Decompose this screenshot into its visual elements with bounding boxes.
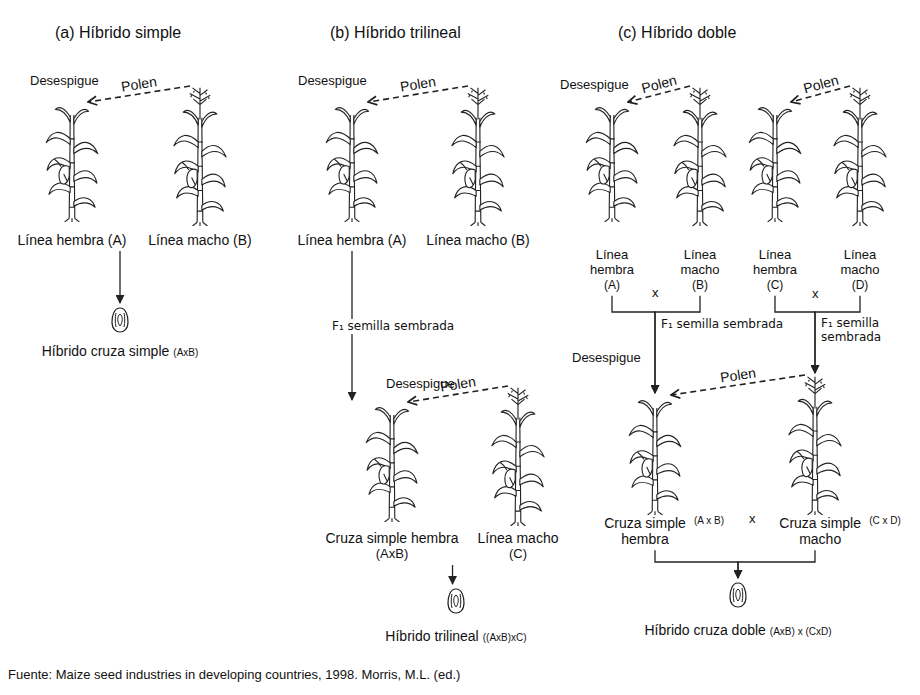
seed-label: F₁ semilla sembrada <box>821 317 906 345</box>
label-group: Línea hembra(C) <box>745 248 805 293</box>
plant-label: Cruza simple macho <box>775 515 865 547</box>
label-group: Híbrido trilineal ((AxB)xC) <box>385 628 526 644</box>
seed-icon <box>730 583 746 607</box>
annotation: Desespigue <box>386 377 455 392</box>
annotation: Desespigue <box>30 74 99 89</box>
female-plant <box>629 401 681 515</box>
label-group: Cruza simple macho (C x D) <box>775 515 901 547</box>
pollen-label: Polen <box>120 73 158 94</box>
plant-label: Línea hembra (A) <box>298 232 407 248</box>
female-plant <box>326 108 378 222</box>
label-group: Cruza simple hembra(AxB) <box>325 530 458 562</box>
seed-icon <box>112 308 128 332</box>
plant-node: Cruza simple hembra (A x B) <box>600 395 724 547</box>
panel-heading: (b) Híbrido trilineal <box>330 24 461 42</box>
seed-label: F₁ semilla sembrada <box>661 318 783 332</box>
pollen-label: Polen <box>640 72 679 97</box>
plant-node: Línea hembra(C) <box>745 102 805 293</box>
plant-label: Cruza simple hembra <box>600 515 690 547</box>
male-plant <box>492 388 544 526</box>
pollen-label: Polen <box>399 73 437 95</box>
plant-label: Línea hembra (A) <box>18 232 127 248</box>
label-group: Cruza simple hembra (A x B) <box>600 515 724 547</box>
plant-node: Línea macho (B) <box>426 86 530 248</box>
male-plant <box>174 88 226 226</box>
label-group: Línea macho (B) <box>148 232 252 248</box>
plant-node: Cruza simple hembra(AxB) <box>325 402 458 562</box>
cross-formula: (C x D) <box>869 515 901 527</box>
plant-label: Híbrido cruza simple <box>42 343 170 359</box>
plant-label: Línea macho (B) <box>148 232 252 248</box>
plant-node: Línea macho (B) <box>148 86 252 248</box>
plant-label: Cruza simple hembra <box>325 530 458 546</box>
plant-label: Línea macho (B) <box>426 232 530 248</box>
panel-heading: (a) Híbrido simple <box>55 24 181 42</box>
plant-node: Línea macho(D) <box>830 86 890 293</box>
plant-node: Híbrido trilineal ((AxB)xC) <box>385 586 526 644</box>
pollen-label: Polen <box>801 72 840 97</box>
annotation: x <box>749 512 756 527</box>
flow-arrow <box>452 565 453 584</box>
plant-label: Híbrido trilineal <box>385 628 478 644</box>
plant-node: Línea hembra (A) <box>298 102 407 248</box>
flow-arrow <box>655 296 700 393</box>
cross-formula: (A) <box>604 279 620 293</box>
male-plant <box>452 88 504 226</box>
cross-formula: (AxB) <box>173 347 198 359</box>
female-plant <box>586 108 638 222</box>
flow-arrow <box>775 296 815 373</box>
plant-node: Línea hembra(A) <box>582 102 642 293</box>
plant-label: Línea macho <box>830 248 890 278</box>
label-group: Línea macho(C) <box>478 530 559 562</box>
label-group: Línea macho (B) <box>426 232 530 248</box>
plant-node: Línea macho(B) <box>670 86 730 293</box>
male-plant <box>789 377 841 515</box>
plant-node: Línea hembra (A) <box>18 102 127 248</box>
flow-arrow <box>119 251 120 303</box>
cross-formula: (AxB) x (CxD) <box>770 626 832 638</box>
female-plant <box>366 408 418 522</box>
plant-node: Híbrido cruza doble (AxB) x (CxD) <box>644 580 831 638</box>
flow-arrow <box>738 550 815 578</box>
panel-heading: (c) Híbrido doble <box>618 24 736 42</box>
seed-icon <box>448 589 464 613</box>
cross-formula: (A x B) <box>694 515 724 527</box>
seed-label: F₁ semilla sembrada <box>330 319 456 335</box>
annotation: x <box>812 287 819 302</box>
female-plant <box>46 108 98 222</box>
female-plant <box>749 108 801 222</box>
source-caption: Fuente: Maize seed industries in develop… <box>8 668 460 683</box>
plant-node: Híbrido cruza simple(AxB) <box>42 305 199 359</box>
flow-arrow <box>655 550 738 578</box>
label-group: Línea hembra (A) <box>298 232 407 248</box>
annotation: Desespigue <box>572 351 641 366</box>
cross-formula: (C) <box>509 547 527 562</box>
cross-formula: (AxB) <box>376 547 409 562</box>
cross-formula: (D) <box>852 279 869 293</box>
plant-label: Línea macho <box>478 530 559 546</box>
cross-formula: ((AxB)xC) <box>483 632 527 644</box>
annotation: Desespigue <box>560 78 629 93</box>
cross-formula: (B) <box>692 279 708 293</box>
plant-label: Línea macho <box>670 248 730 278</box>
flow-arrow <box>612 296 655 393</box>
male-plant <box>674 88 726 226</box>
label-group: Híbrido cruza simple(AxB) <box>42 343 199 359</box>
male-plant <box>834 88 886 226</box>
plant-node: Cruza simple macho (C x D) <box>775 375 901 547</box>
annotation: x <box>652 286 659 301</box>
label-group: Línea macho(B) <box>670 248 730 293</box>
plant-label: Híbrido cruza doble <box>644 622 765 638</box>
cross-formula: (C) <box>767 279 784 293</box>
plant-label: Línea hembra <box>745 248 805 278</box>
label-group: Línea macho(D) <box>830 248 890 293</box>
plant-node: Línea macho(C) <box>478 386 559 562</box>
label-group: Híbrido cruza doble (AxB) x (CxD) <box>644 622 831 638</box>
plant-label: Línea hembra <box>582 248 642 278</box>
label-group: Línea hembra(A) <box>582 248 642 293</box>
annotation: Desespigue <box>298 74 367 89</box>
label-group: Línea hembra (A) <box>18 232 127 248</box>
